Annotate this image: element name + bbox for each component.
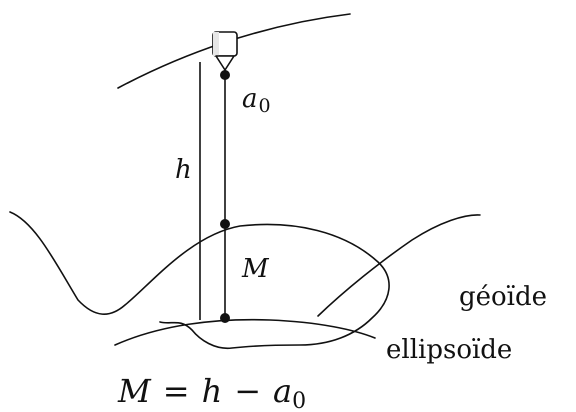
point-a0	[220, 70, 230, 80]
label-a0: a0	[242, 84, 271, 117]
point-geoid	[220, 219, 230, 229]
point-ellipsoid	[220, 313, 230, 323]
geoid-curve-right	[317, 214, 481, 317]
formula: M=h−a0	[117, 372, 306, 412]
label-geoid: géoïde	[459, 282, 547, 312]
label-ellipsoid: ellipsoïde	[386, 335, 512, 365]
label-M: M	[241, 254, 270, 284]
ellipsoid-curve	[114, 318, 376, 346]
label-h: h	[175, 155, 192, 185]
geoid-curve	[9, 211, 390, 350]
gnss-antenna-icon	[212, 31, 238, 71]
